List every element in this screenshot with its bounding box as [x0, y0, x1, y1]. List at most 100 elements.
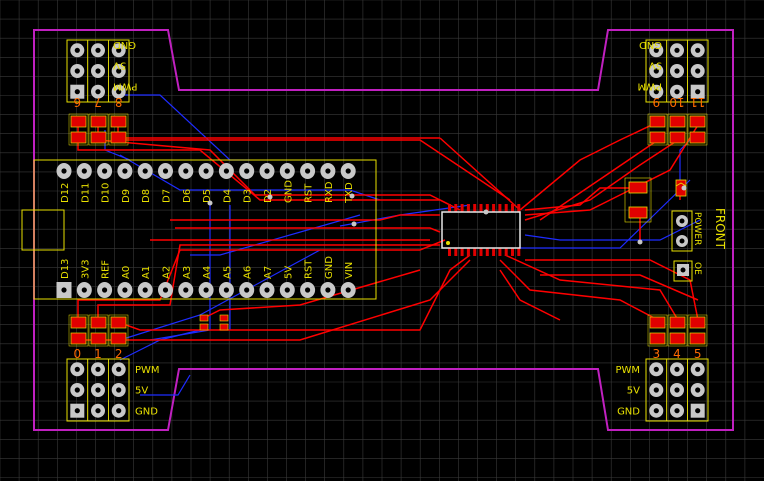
nano-bottom-pin-label: D13: [60, 259, 71, 279]
ic-pin: [517, 248, 521, 256]
header-row-label: PWM: [113, 80, 138, 91]
smd-pad: [110, 332, 127, 345]
smd-pad: [110, 115, 127, 128]
smd-pad: [219, 314, 229, 322]
smd-pad: [689, 332, 706, 345]
nano-top-pin-label: D8: [141, 189, 152, 203]
power-capacitor: [624, 177, 652, 223]
smd-pad: [110, 131, 127, 144]
smd-pad: [669, 332, 686, 345]
nano-top-pin-labels: D12D11D10D9D8D7D6D5D4D3D2GNDRSTRXDTXD: [60, 180, 355, 204]
header-number: 2: [115, 347, 123, 361]
nano-bottom-pin-label: A0: [121, 266, 132, 279]
nano-top-pin-label: RST: [304, 183, 315, 203]
smd-pad: [90, 115, 107, 128]
header-row-label: GND: [135, 406, 158, 417]
ic-pin: [498, 204, 502, 212]
ic-pin: [473, 204, 477, 212]
header-row-label: GND: [639, 39, 662, 50]
header-number: 11: [690, 95, 705, 109]
front-label: FRONT: [713, 208, 727, 250]
smd-pad: [649, 131, 666, 144]
nano-bottom-pin-label: GND: [324, 256, 335, 279]
ic-pin: [454, 204, 458, 212]
smd-resistor-pads: [68, 113, 708, 347]
nano-bottom-pin-label: A3: [182, 266, 193, 279]
ic-pin: [479, 204, 483, 212]
header-number: 5: [694, 347, 702, 361]
ic-pin1-marker: [446, 241, 450, 245]
ic-pin: [485, 204, 489, 212]
header-row-label: PWM: [615, 365, 640, 376]
smd-pad: [199, 314, 209, 322]
header-number: 0: [73, 347, 81, 361]
smd-pad: [90, 316, 107, 329]
nano-bottom-pin-label: A1: [141, 266, 152, 279]
nano-top-pin-label: D5: [202, 189, 213, 203]
ic-pin: [511, 248, 514, 256]
nano-top-pin-label: RXD: [324, 181, 335, 203]
ic-pin: [511, 204, 514, 212]
smd-pad: [689, 131, 706, 144]
ic-pin: [466, 204, 470, 212]
header-row-label: GND: [617, 406, 640, 417]
nano-bottom-pin-label: REF: [101, 260, 112, 279]
ic-pin: [485, 248, 489, 256]
ic-pin: [460, 204, 464, 212]
nano-bottom-pin-label: A7: [263, 266, 274, 279]
smd-pad: [649, 332, 666, 345]
header-number: 8: [115, 95, 123, 109]
nano-bottom-pin-label: RST: [304, 259, 315, 279]
power-label: POWER: [692, 212, 702, 245]
nano-top-pin-row: [56, 163, 356, 179]
ic-pin: [448, 248, 451, 256]
ic-pin: [473, 248, 477, 256]
nano-top-pin-label: GND: [283, 180, 294, 203]
header-number: 7: [94, 95, 102, 109]
nano-top-pin-label: D3: [243, 189, 254, 203]
header-number: 1: [94, 347, 102, 361]
nano-bottom-pin-row: [56, 282, 356, 298]
ic-pin: [504, 248, 508, 256]
nano-bottom-pin-label: A6: [243, 266, 254, 279]
header-number: 9: [652, 95, 660, 109]
ic-pin: [504, 204, 508, 212]
header-row-label: GND: [113, 39, 136, 50]
nano-top-pin-label: D6: [182, 189, 193, 203]
smd-pad: [649, 115, 666, 128]
ic-pin: [492, 248, 496, 256]
ic-pin: [517, 204, 521, 212]
header-row-label: PWM: [637, 80, 662, 91]
smd-pad: [669, 316, 686, 329]
smd-pad: [110, 316, 127, 329]
smd-pad: [70, 332, 87, 345]
smd-pad: [649, 316, 666, 329]
smd-pad: [219, 323, 229, 331]
arduino-nano-footprint: D12D11D10D9D8D7D6D5D4D3D2GNDRSTRXDTXD D1…: [21, 159, 377, 300]
nano-bottom-pin-label: A2: [162, 266, 173, 279]
smd-pad: [199, 323, 209, 331]
smd-pad: [90, 332, 107, 345]
smd-pad: [90, 131, 107, 144]
ic-pin: [448, 204, 451, 212]
header-row-label: 5V: [135, 386, 148, 397]
nano-bottom-pin-label: A4: [202, 266, 213, 279]
ic-pin: [498, 248, 502, 256]
nano-top-pin-label: D10: [101, 183, 112, 203]
smd-pad: [689, 115, 706, 128]
oe-connector: OE: [673, 260, 702, 282]
vias: [207, 185, 687, 245]
top-copper-traces: [77, 121, 699, 341]
ic-pin: [466, 248, 470, 256]
header-number: 4: [673, 347, 681, 361]
usb-connector-outline: [21, 209, 65, 251]
nano-top-pin-label: D7: [162, 189, 173, 203]
nano-bottom-pin-label: 3V3: [80, 259, 91, 279]
ic-pin: [460, 248, 464, 256]
smd-pad: [70, 131, 87, 144]
ic-pin: [492, 204, 496, 212]
